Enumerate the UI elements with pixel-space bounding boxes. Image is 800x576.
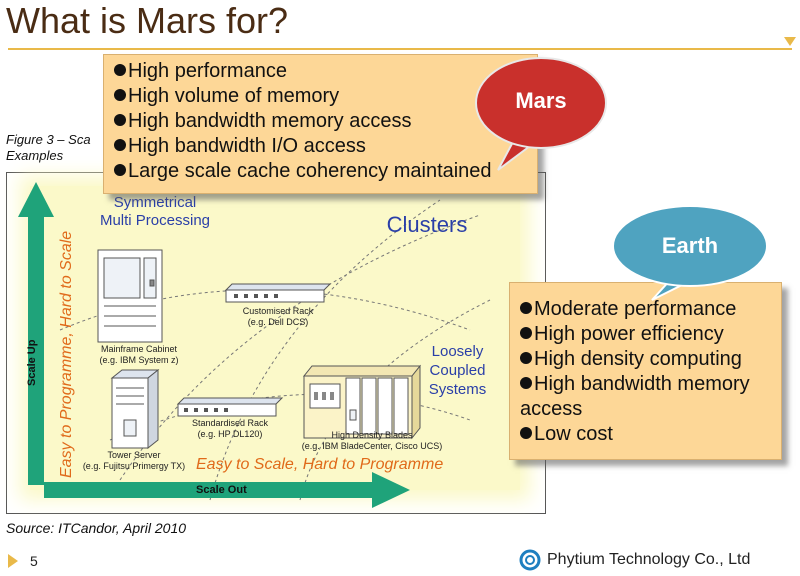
- page-marker-icon: [8, 554, 18, 568]
- bullet-icon: [114, 139, 126, 151]
- scale-out-arrow: [44, 472, 410, 508]
- coupled-line: Coupled: [429, 362, 486, 379]
- bullet-icon: [520, 427, 532, 439]
- tower-server-label: Tower Server (e.g. Fujitsu Primergy TX): [64, 450, 204, 472]
- source-citation: Source: ITCandor, April 2010: [6, 520, 187, 536]
- earth-feature-list: Moderate performance High power efficien…: [520, 297, 773, 447]
- curve-2: [209, 199, 441, 501]
- bullet-icon: [520, 352, 532, 364]
- clusters-label: Clusters: [386, 212, 468, 237]
- bullet-icon: [520, 302, 532, 314]
- tower-server-icon: [110, 368, 160, 450]
- curve-1: [119, 214, 481, 481]
- smp-label: Symmetrical Multi Processing: [70, 194, 240, 230]
- earth-feature: High bandwidth memory access: [520, 373, 750, 420]
- bullet-icon: [114, 64, 126, 76]
- mars-feature: High performance: [114, 59, 537, 84]
- loosely-line: Loosely: [431, 343, 484, 360]
- figure-caption-line2: Examples: [6, 148, 64, 163]
- mars-bubble-body: [475, 57, 607, 149]
- blades-label-line2: (e.g. IBM BladeCenter, Cisco UCS): [301, 441, 443, 451]
- mars-feature: High volume of memory: [114, 84, 537, 109]
- earth-feature: High power efficiency: [520, 322, 773, 347]
- tower-label-line1: Tower Server: [107, 450, 161, 460]
- figure-caption: Figure 3 – Sca Examples: [6, 132, 91, 164]
- page-number: 5: [30, 553, 38, 569]
- mars-features-box: High performance High volume of memory H…: [103, 54, 538, 194]
- blades-label: High Density Blades (e.g. IBM BladeCente…: [282, 430, 462, 452]
- smp-label-line1: Symmetrical: [113, 194, 197, 211]
- scale-out-label: Scale Out: [196, 484, 247, 496]
- blades-label-line1: High Density Blades: [331, 430, 413, 440]
- bullet-icon: [520, 377, 532, 389]
- earth-features-box: Moderate performance High power efficien…: [509, 282, 782, 460]
- standardised-label-line1: Standardised Rack: [191, 418, 269, 428]
- customised-rack-label: Customised Rack (e.g. Dell DCS): [228, 306, 328, 328]
- loosely-coupled-label: Loosely Coupled Systems: [410, 342, 505, 399]
- company-name: Phytium Technology Co., Ltd: [547, 551, 751, 568]
- slide-title: What is Mars for?: [6, 0, 289, 41]
- mars-feature: Large scale cache coherency maintained: [114, 159, 537, 184]
- scale-up-arrow: [18, 182, 54, 485]
- tower-label-line2: (e.g. Fujitsu Primergy TX): [82, 461, 186, 471]
- mars-bubble: [475, 57, 607, 171]
- blade-chassis-icon: [302, 364, 422, 440]
- mainframe-label: Mainframe Cabinet (e.g. IBM System z): [84, 344, 194, 366]
- mars-label: Mars: [515, 88, 567, 113]
- earth-feature: Moderate performance: [520, 297, 773, 322]
- earth-label: Earth: [661, 233, 719, 258]
- title-divider: [8, 48, 792, 50]
- bullet-icon: [114, 164, 126, 176]
- mars-feature: High bandwidth memory access: [114, 109, 537, 134]
- mainframe-label-line1: Mainframe Cabinet: [100, 344, 178, 354]
- mars-feature: High bandwidth I/O access: [114, 134, 537, 159]
- smp-label-line2: Multi Processing: [99, 212, 211, 229]
- earth-feature: High density computing: [520, 347, 773, 372]
- title-triangle-icon: [784, 37, 796, 46]
- bullet-icon: [520, 327, 532, 339]
- earth-feature: Low cost: [520, 422, 773, 447]
- customised-label-line2: (e.g. Dell DCS): [247, 317, 309, 327]
- standardised-rack-icon: [176, 397, 284, 417]
- figure-caption-line1: Figure 3 – Sca: [6, 132, 91, 147]
- customised-rack-icon: [224, 283, 332, 303]
- customised-label-line1: Customised Rack: [242, 306, 314, 316]
- earth-bubble: [612, 205, 768, 301]
- phytium-logo-icon: [519, 549, 541, 571]
- easy-scale-label: Easy to Scale, Hard to Programme: [196, 456, 444, 473]
- mainframe-label-line2: (e.g. IBM System z): [99, 355, 179, 365]
- mainframe-cabinet-icon: [97, 249, 163, 343]
- earth-bubble-body: [612, 205, 768, 287]
- bullet-icon: [114, 114, 126, 126]
- systems-line: Systems: [428, 381, 487, 398]
- standardised-label-line2: (e.g. HP DL120): [197, 429, 263, 439]
- bullet-icon: [114, 89, 126, 101]
- mars-feature-list: High performance High volume of memory H…: [114, 59, 537, 184]
- standardised-rack-label: Standardised Rack (e.g. HP DL120): [180, 418, 280, 440]
